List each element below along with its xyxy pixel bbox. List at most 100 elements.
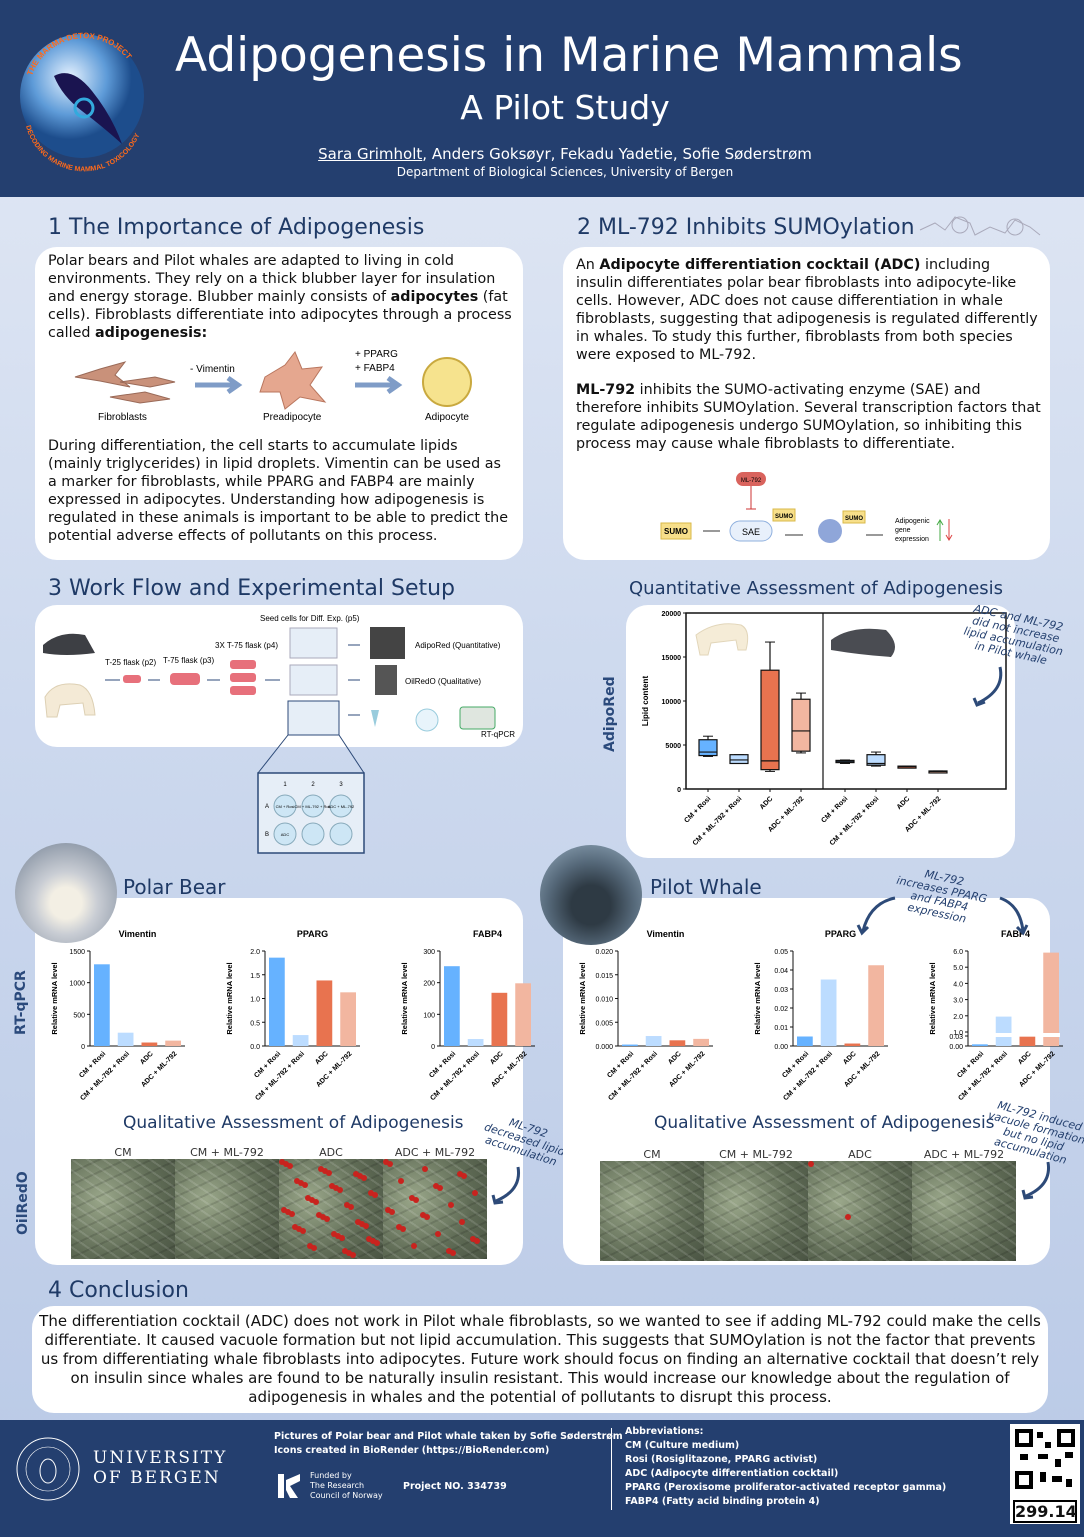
x-tick-label: ADC — [139, 1050, 155, 1066]
plate-row-label: A — [265, 804, 269, 810]
y-axis-label: Lipid content — [641, 676, 650, 727]
x-tick-label: ADC — [1017, 1050, 1033, 1066]
bar — [515, 983, 531, 1046]
bar — [94, 964, 110, 1046]
bold-term: Adipocyte differentiation cocktail (ADC) — [599, 257, 921, 273]
step1-label: - Vimentin — [190, 364, 235, 375]
y-tick-label: 0.00 — [949, 1044, 963, 1051]
x-tick-label: ADC — [489, 1050, 505, 1066]
x-tick-label: CM + ML-792 + Rosi — [79, 1050, 131, 1102]
whale-qual-title: Qualitative Assessment of Adipogenesis — [654, 1113, 995, 1133]
x-tick-label: ADC — [314, 1050, 330, 1066]
microscopy-label: ADC — [319, 1146, 343, 1159]
y-tick-label: 0.0 — [250, 1044, 260, 1051]
svg-text:SUMO: SUMO — [845, 516, 863, 522]
box — [791, 698, 811, 752]
x-tick-label: CM + ML-792 + Rosi — [782, 1050, 834, 1102]
bar — [1043, 952, 1059, 1046]
text-segment: An — [576, 257, 600, 273]
tube-icon — [371, 710, 379, 727]
bold-term: ML-792 — [576, 382, 636, 398]
y-tick-label: 0.010 — [595, 997, 613, 1004]
section1-title: 1 The Importance of Adipogenesis — [48, 215, 425, 240]
abbreviations: Abbreviations: CM (Culture medium)Rosi (… — [625, 1425, 946, 1509]
adipocyte-icon — [422, 357, 472, 407]
y-tick-label: 0.01 — [774, 1025, 788, 1032]
uib-name-line1: UNIVERSITY — [93, 1448, 228, 1468]
authors: Sara Grimholt, Anders Goksøyr, Fekadu Ya… — [175, 145, 955, 163]
well-label: CM + ML-792 + Rosi — [295, 804, 332, 809]
svg-text:Seed cells for Diff. Exp. (p5): Seed cells for Diff. Exp. (p5) — [260, 614, 360, 623]
bar — [165, 1040, 181, 1046]
co-authors: , Anders Goksøyr, Fekadu Yadetie, Sofie … — [422, 145, 812, 163]
section2-body: ML-792 inhibits the SUMO-activating enzy… — [576, 381, 1041, 453]
arrow-icon — [195, 375, 243, 395]
svg-text:expression: expression — [895, 536, 929, 543]
bar — [622, 1044, 638, 1046]
microscopy-photo — [175, 1159, 279, 1259]
step2b-label: + FABP4 — [355, 363, 395, 374]
bar — [645, 1036, 662, 1046]
y-tick-label: 200 — [423, 981, 435, 988]
qr-code-block[interactable]: 299.14 — [1010, 1424, 1080, 1524]
chart-title: FABP4 — [473, 929, 502, 939]
section2-panel: An Adipocyte differentiation cocktail (A… — [563, 247, 1050, 560]
bar — [1019, 1036, 1036, 1046]
uib-seal-logo — [16, 1437, 80, 1501]
axis-break-gap — [994, 1033, 1013, 1037]
section1-intro: Polar bears and Pilot whales are adapted… — [48, 252, 513, 342]
department: Department of Biological Sciences, Unive… — [396, 165, 734, 179]
y-axis-label: Relative mRNA level — [753, 962, 762, 1034]
abbreviation-item: Rosi (Rosiglitazone, PPARG activist) — [625, 1454, 818, 1465]
bar — [269, 957, 285, 1046]
plate-col-label: 3 — [339, 782, 343, 788]
microscopy-image-3: ADC + ML-792 — [912, 1148, 1016, 1261]
y-tick-label: 0.00 — [774, 1044, 788, 1051]
plate-col-label: 1 — [283, 782, 287, 788]
arrow-icon — [355, 375, 403, 395]
y-tick-label: 2.0 — [953, 1014, 963, 1021]
section2-intro: An Adipocyte differentiation cocktail (A… — [576, 256, 1041, 364]
adipocyte-label: Adipocyte — [425, 412, 469, 423]
qpcr-machine-icon — [459, 706, 496, 730]
transcription-factor-icon — [818, 519, 842, 543]
curved-arrows-icon — [856, 896, 1029, 936]
chart-title: PPARG — [297, 929, 328, 939]
abbreviation-item: ADC (Adipocyte differentiation cocktail) — [625, 1468, 839, 1479]
polar-bear-photo — [15, 843, 117, 943]
bar — [844, 1043, 861, 1046]
microscopy-image-2: ADC — [808, 1148, 912, 1261]
svg-text:Adipogenic: Adipogenic — [895, 518, 930, 525]
plate-well — [301, 822, 325, 846]
uib-name-line2: OF BERGEN — [93, 1468, 221, 1488]
microscopy-image-0: CM — [600, 1148, 704, 1261]
poster-header: THE MARMA-DETOX PROJECT DECODING MARINE … — [0, 0, 1084, 197]
y-tick-label: 0.005 — [595, 1020, 613, 1027]
microscopy-image-1: CM + ML-792 — [704, 1148, 808, 1261]
qr-code[interactable] — [1010, 1424, 1080, 1496]
svg-text:SAE: SAE — [742, 527, 760, 537]
oilredo-label: OilRedO — [15, 1171, 31, 1235]
funded-line2: The Research — [310, 1481, 365, 1490]
microscopy-label: CM — [114, 1146, 132, 1159]
text-segment: inhibits the SUMO-activating enzyme (SAE… — [576, 382, 1041, 452]
x-tick-label: CM + ML-792 + Rosi — [607, 1050, 659, 1102]
curved-arrow-icon — [972, 666, 1003, 707]
y-axis-label: Relative mRNA level — [400, 962, 409, 1034]
bold-term: adipocytes — [390, 289, 479, 305]
text-segment: including insulin differentiates polar b… — [576, 257, 1038, 363]
svg-text:gene: gene — [895, 527, 911, 534]
x-tick-label: CM + ML-792 + Rosi — [429, 1050, 481, 1102]
project-number: Project NO. 334739 — [403, 1481, 507, 1492]
section3-panel: T-25 flask (p2) T-75 flask (p3) 3X T-75 … — [35, 605, 523, 747]
y-axis-label: Relative mRNA level — [50, 962, 59, 1034]
y-tick-label: 2.0 — [250, 949, 260, 956]
box — [698, 739, 718, 757]
bar — [467, 1039, 484, 1046]
bar — [141, 1042, 158, 1046]
